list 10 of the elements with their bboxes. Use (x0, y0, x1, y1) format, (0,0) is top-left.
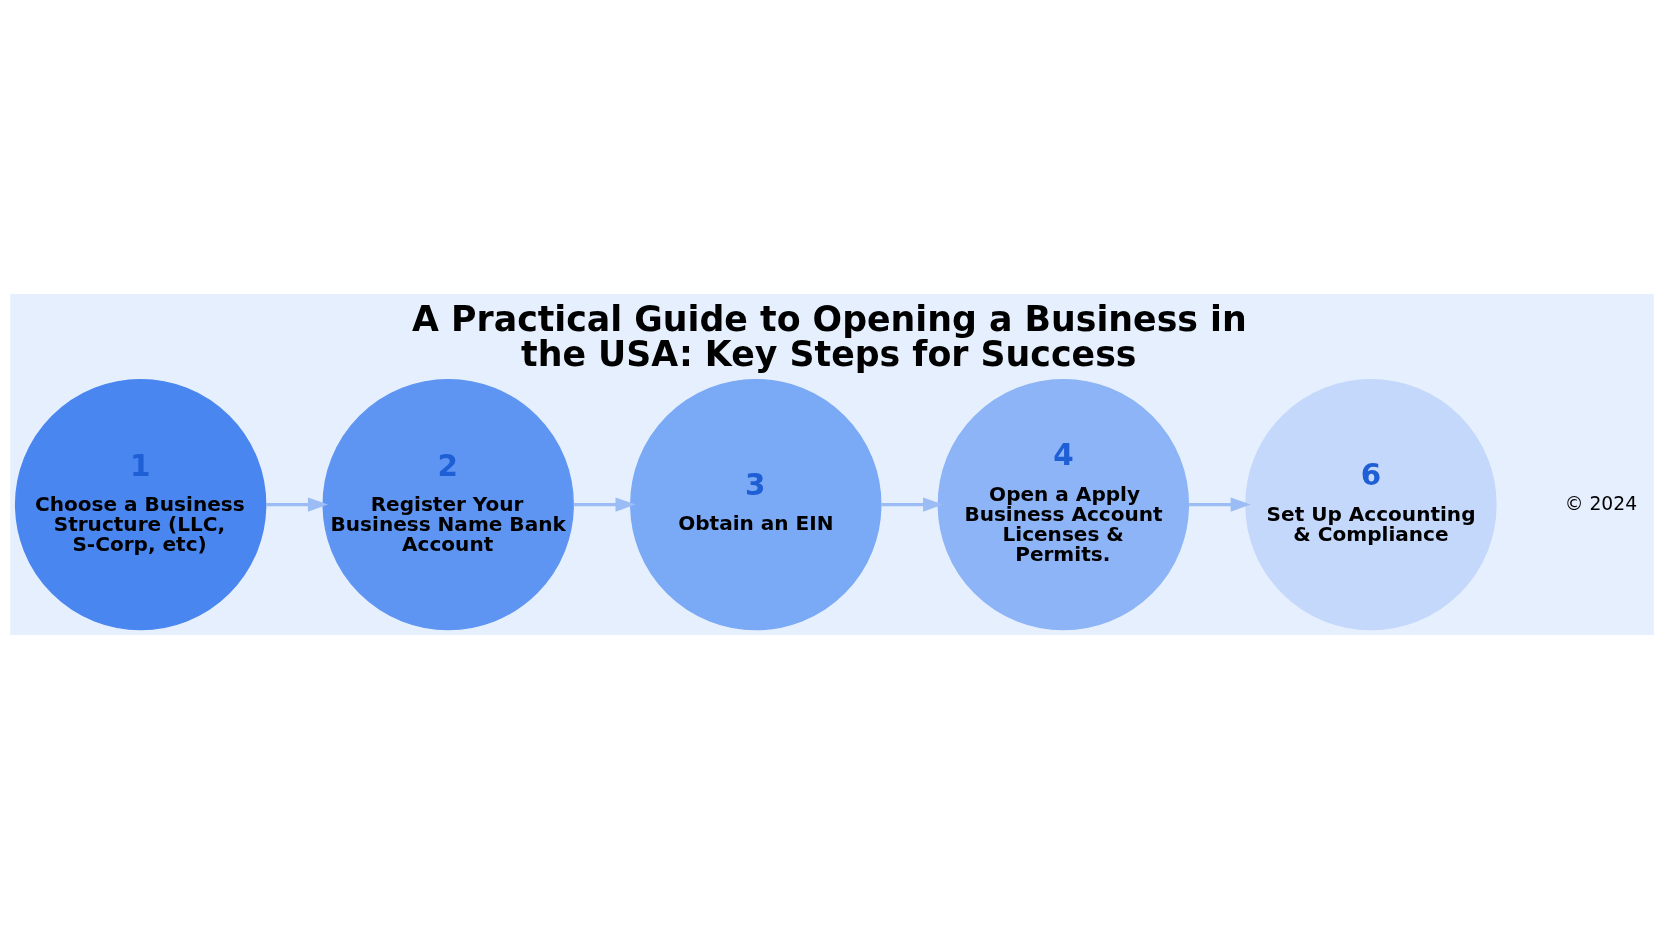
node-circle: 6 Set Up Accounting & Compliance (1245, 378, 1497, 630)
node-circle: 4 Open a Apply Business Account Licenses & Permits. (937, 378, 1190, 630)
arrow (881, 497, 944, 512)
diagram-title: A Practical Guide to Opening a Business in the USA: Key Steps for Success (412, 298, 1247, 374)
label: © 2024 (1564, 492, 1638, 514)
node-circle: 2 Register Your Business Name Bank Account (322, 378, 574, 630)
node-circle: 3 Obtain an EIN (630, 378, 882, 630)
arrow (1188, 497, 1251, 512)
arrow (573, 497, 636, 512)
arrow (266, 497, 329, 512)
